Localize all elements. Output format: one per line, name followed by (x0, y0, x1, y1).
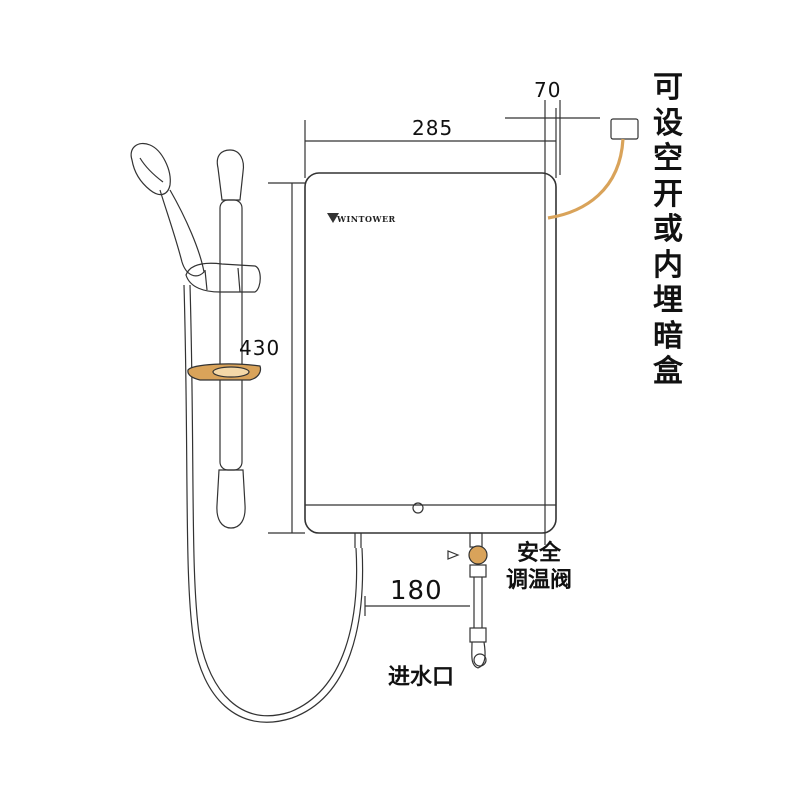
brand-logo-mark (327, 213, 339, 223)
junction-box (610, 118, 639, 140)
soap-dish (187, 363, 262, 381)
slide-bar (216, 149, 246, 529)
brand-logo-text: WINTOWER (337, 214, 396, 224)
outlet-stub (354, 533, 362, 548)
shower-holder (185, 262, 261, 293)
power-cable (547, 138, 625, 220)
width-dimension-line (304, 108, 557, 178)
shower-head (130, 142, 205, 277)
pipe-offset-dimension-line (364, 596, 470, 616)
inlet-pipe (469, 577, 487, 669)
pipe-offset-dimension-label: 180 (390, 576, 443, 606)
safety-valve (447, 532, 488, 578)
water-heater-body (304, 172, 557, 534)
height-dimension-line (268, 182, 305, 534)
breaker-note-label: 可设空开或内埋暗盒 (653, 70, 683, 389)
width-dimension-label: 285 (412, 116, 454, 140)
safety-valve-label-line1: 安全 (517, 541, 562, 566)
depth-dimension-label: 70 (534, 78, 562, 102)
water-inlet-label: 进水口 (388, 665, 455, 690)
shower-hose (189, 284, 358, 717)
height-dimension-label: 430 (239, 336, 281, 360)
safety-valve-label-line2: 调温阀 (506, 568, 573, 593)
depth-dimension-line (505, 100, 600, 545)
